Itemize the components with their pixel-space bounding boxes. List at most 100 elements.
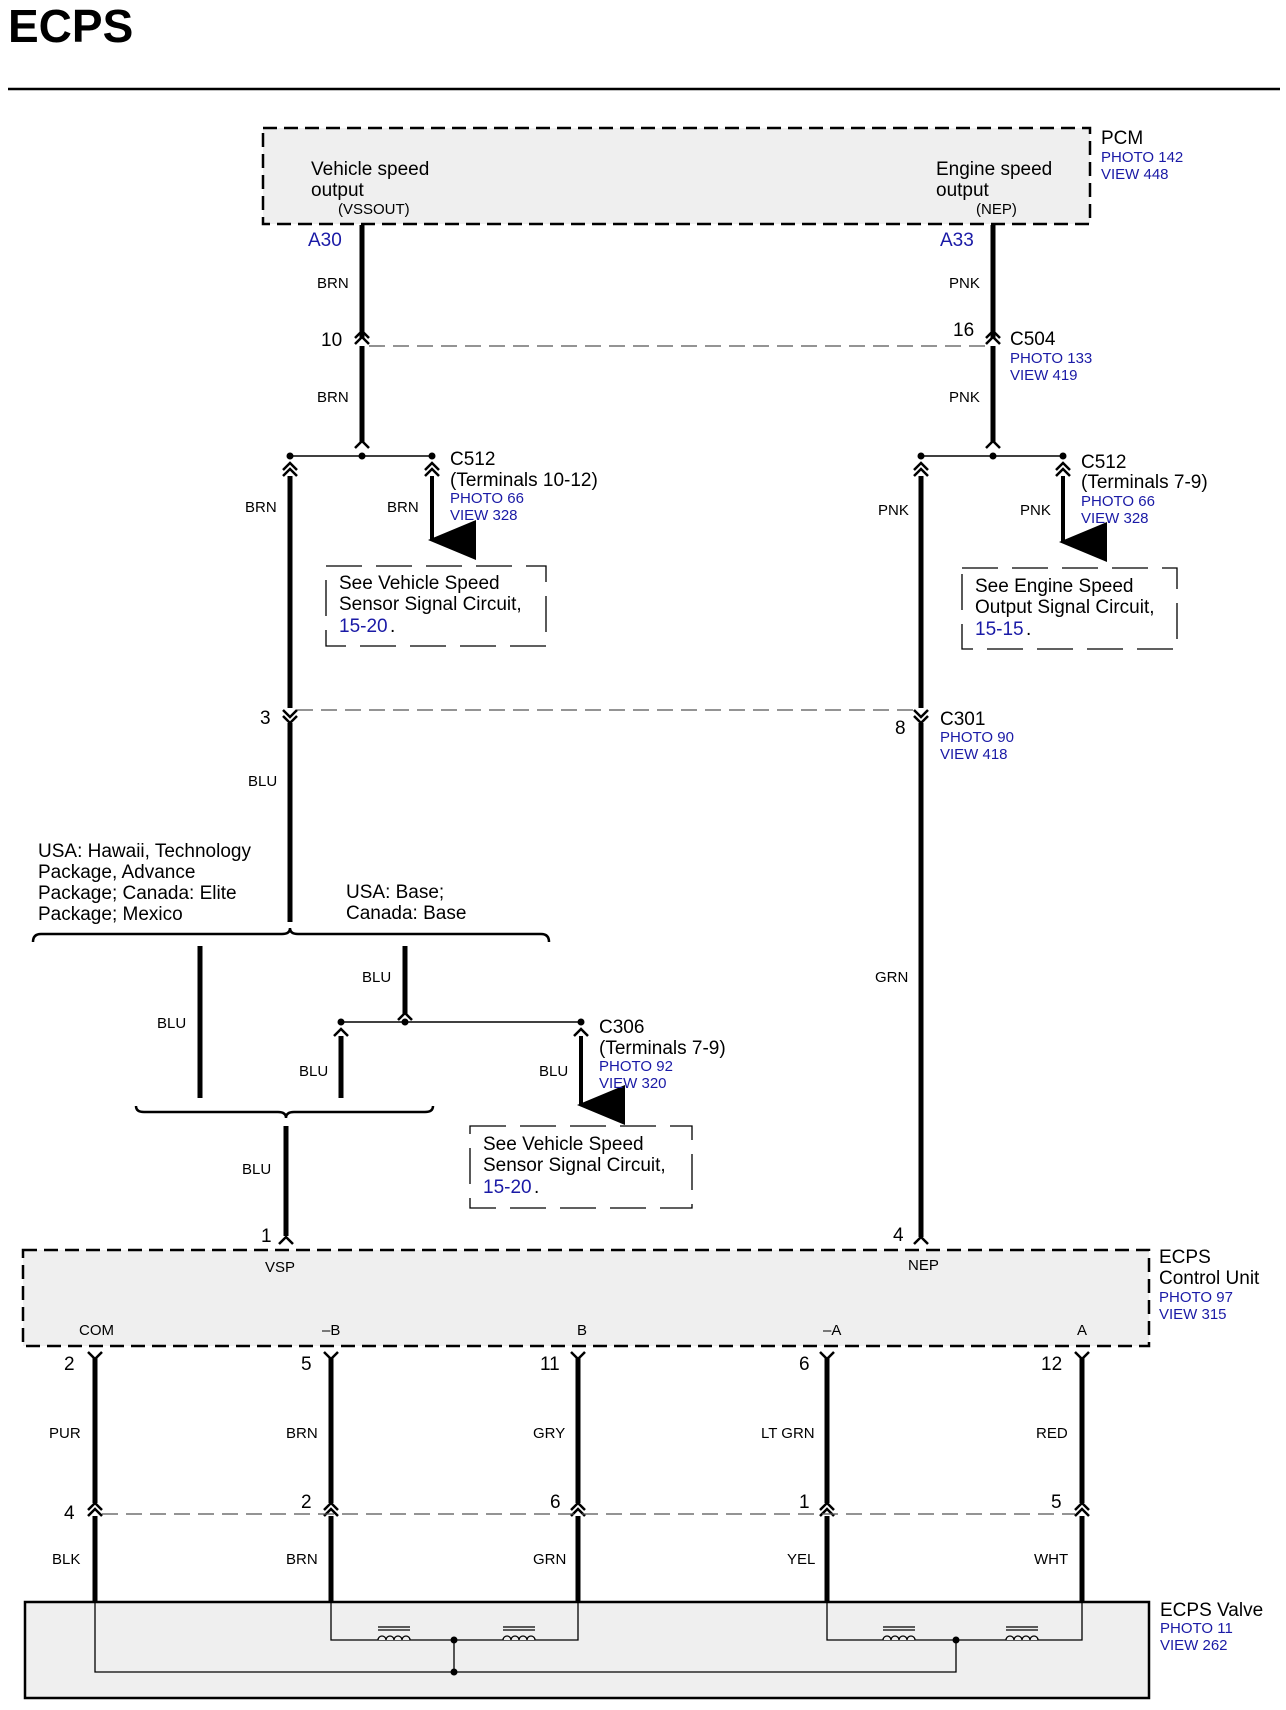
coil-icon: [377, 1626, 1039, 1641]
c512-right-term-c: [1055, 461, 1071, 477]
c512-left-term-a: [282, 461, 298, 477]
wire-label-wht: WHT: [1034, 1551, 1068, 1568]
ecu-vsp-terminal: [278, 1235, 294, 1245]
c301-name: C301: [940, 709, 985, 730]
wire-label-grn-2: GRN: [533, 1551, 566, 1568]
c512-right-dot-b: [989, 452, 997, 460]
ecu-pin-vsp: 1: [261, 1226, 272, 1247]
variant-left-line4: Package; Mexico: [38, 904, 183, 925]
ref-vss-box-2: [469, 1125, 693, 1209]
page-title: ECPS: [8, 0, 133, 52]
variant-brace-lower: [134, 1105, 435, 1119]
wire-label-brn-3: BRN: [245, 499, 277, 516]
wire-label-pnk-2: PNK: [949, 389, 980, 406]
c512-left-view: VIEW 328: [450, 507, 518, 524]
wire-label-pur: PUR: [49, 1425, 81, 1442]
ecu-terminal-b: B: [577, 1322, 587, 1339]
wire-label-blu-5: BLU: [539, 1063, 568, 1080]
c301-photo: PHOTO 90: [940, 729, 1014, 746]
ecu-terminal-minus-a: –A: [823, 1322, 841, 1339]
c512-right-name: C512: [1081, 452, 1126, 473]
valve-junction-dot-2: [450, 1668, 458, 1676]
c504-right-terminal: [985, 329, 1001, 345]
pcm-left-signal: (VSSOUT): [338, 201, 410, 218]
pcm-left-label2: output: [311, 180, 365, 201]
c512-left-dot-b: [358, 452, 366, 460]
pcm-name: PCM: [1101, 128, 1143, 149]
variant-right-line1: USA: Base;: [346, 882, 444, 903]
pcm-view: VIEW 448: [1101, 166, 1169, 183]
valve-photo: PHOTO 11: [1160, 1620, 1233, 1637]
c512-left-term-c: [424, 461, 440, 477]
ecu-name1: ECPS: [1159, 1247, 1211, 1268]
wire-label-blu-1: BLU: [248, 773, 277, 790]
c512-left-terms: (Terminals 10-12): [450, 470, 598, 491]
ecu-pin-minus-b: 5: [301, 1354, 312, 1375]
pcm-box: [261, 126, 1092, 226]
pcm-right-signal: (NEP): [976, 201, 1017, 218]
ecu-bottom-terminals: [87, 1351, 1090, 1361]
ecu-vsp-label: VSP: [265, 1259, 295, 1276]
ref-eng-dot: .: [1026, 619, 1031, 640]
ref-vss1-line2: Sensor Signal Circuit,: [339, 594, 522, 615]
ecu-pin-nep: 4: [893, 1225, 904, 1246]
ref-eng-line1: See Engine Speed: [975, 576, 1133, 597]
wire-label-brn-2: BRN: [317, 389, 349, 406]
c512-left-photo: PHOTO 66: [450, 490, 524, 507]
valve-input-wires: [92, 1516, 1085, 1602]
c512-left-top-terminal: [354, 439, 370, 449]
wire-label-blu-6: BLU: [242, 1161, 271, 1178]
ref-eng-link[interactable]: 15-15: [975, 619, 1024, 640]
pcm-right-label1: Engine speed: [936, 159, 1052, 180]
c512-right-terms: (Terminals 7-9): [1081, 472, 1208, 493]
ecu-pin-com: 2: [64, 1354, 75, 1375]
wire-label-pnk-4: PNK: [1020, 502, 1051, 519]
c301-view: VIEW 418: [940, 746, 1008, 763]
ecu-name2: Control Unit: [1159, 1268, 1260, 1289]
wire-label-brn-1: BRN: [317, 275, 349, 292]
c504-name: C504: [1010, 329, 1056, 350]
c306-dot-c: [577, 1018, 585, 1026]
ecu-pin-b: 11: [540, 1354, 560, 1375]
valve-box: [23, 1600, 1151, 1700]
c301-right-terminal: [913, 709, 929, 725]
c504-pin-10: 10: [321, 330, 342, 351]
ref-vss1-link[interactable]: 15-20: [339, 616, 388, 637]
pcm-pin-a33: A33: [940, 230, 974, 251]
c512-left-name: C512: [450, 449, 495, 470]
c301-pin-3: 3: [260, 708, 271, 729]
ecu-output-wires: [92, 1358, 1085, 1503]
valve-name: ECPS Valve: [1160, 1600, 1263, 1621]
c306-term-c: [573, 1027, 589, 1037]
pcm-right-label2: output: [936, 180, 990, 201]
ecu-pin-minus-a: 6: [799, 1354, 810, 1375]
lower-pin-minus-a: 1: [799, 1492, 810, 1513]
c306-term-a: [333, 1027, 349, 1037]
ecu-pin-a: 12: [1041, 1354, 1062, 1375]
lower-pin-com: 4: [64, 1503, 75, 1524]
wire-label-blu-4: BLU: [299, 1063, 328, 1080]
c512-right-dot-a: [917, 452, 925, 460]
ref-vss2-link[interactable]: 15-20: [483, 1177, 532, 1198]
c512-left-dot-c: [428, 452, 436, 460]
wire-label-brn-6: BRN: [286, 1551, 318, 1568]
ecu-photo: PHOTO 97: [1159, 1289, 1233, 1306]
variant-brace-upper: [31, 927, 551, 943]
valve-view: VIEW 262: [1160, 1637, 1228, 1654]
c306-photo: PHOTO 92: [599, 1058, 673, 1075]
wire-label-red: RED: [1036, 1425, 1068, 1442]
wire-label-brn-5: BRN: [286, 1425, 318, 1442]
variant-left-line2: Package, Advance: [38, 862, 195, 883]
ref-eng-box: [961, 567, 1178, 650]
c306-top-terminal: [397, 1011, 413, 1021]
c306-dot-a: [337, 1018, 345, 1026]
wire-label-blk: BLK: [52, 1551, 80, 1568]
ref-vss2-dot: .: [534, 1177, 539, 1198]
c504-view: VIEW 419: [1010, 367, 1078, 384]
c301-pin-8: 8: [895, 718, 906, 739]
c306-name: C306: [599, 1017, 644, 1038]
c512-right-top-terminal: [985, 439, 1001, 449]
ecu-nep-terminal: [913, 1235, 929, 1245]
pcm-photo: PHOTO 142: [1101, 149, 1183, 166]
c512-right-view: VIEW 328: [1081, 510, 1149, 527]
